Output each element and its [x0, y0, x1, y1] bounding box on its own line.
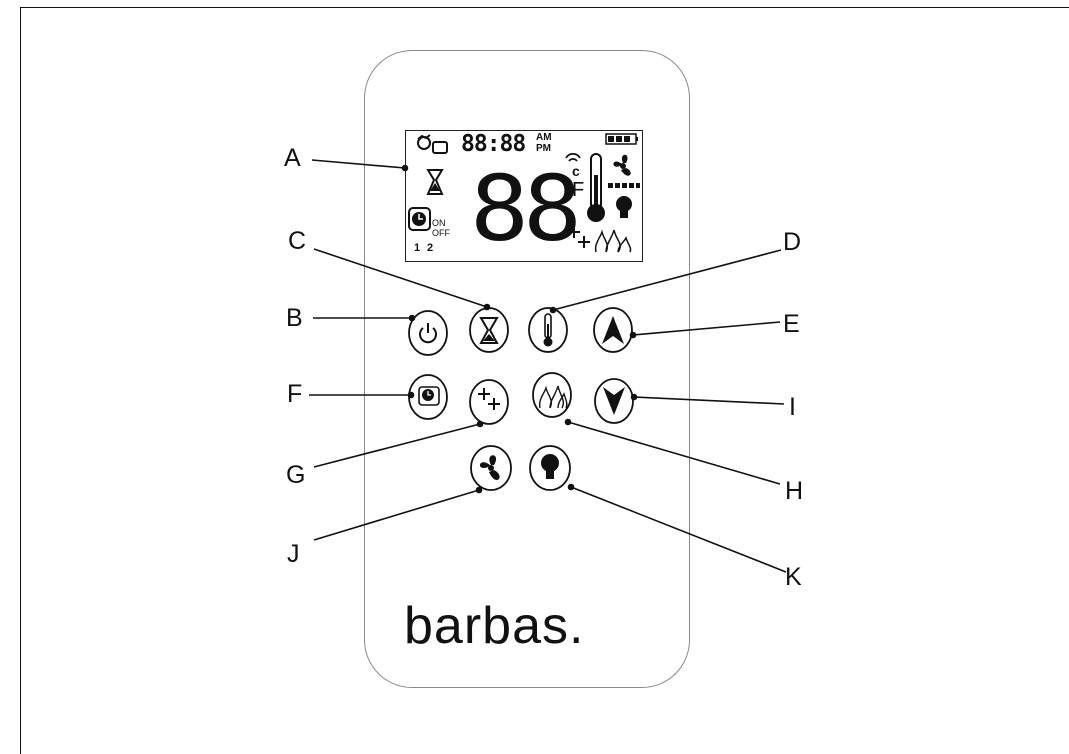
hourglass-icon — [479, 317, 499, 344]
lcd-flame-icon — [594, 229, 632, 253]
arrow-up-button[interactable] — [593, 307, 633, 353]
lcd-sparkle-plus-icon — [568, 226, 590, 248]
brand-logo: barbas. — [404, 597, 585, 655]
fan-icon — [479, 455, 500, 480]
lightbulb-icon — [541, 454, 559, 479]
callout-i: I — [789, 393, 796, 421]
hourglass-button[interactable] — [469, 307, 509, 353]
lcd-pm-label: PM — [536, 143, 551, 154]
lcd-timer-icon — [408, 207, 431, 231]
callout-c: C — [288, 227, 307, 255]
lcd-big-digits: 88 — [470, 156, 582, 262]
callout-d: D — [783, 228, 802, 256]
sparkle-plus-button[interactable] — [469, 379, 509, 425]
power-button[interactable] — [408, 310, 448, 356]
lcd-clock: 88:88 — [461, 131, 526, 157]
remote-control-body — [364, 50, 690, 688]
lcd-fan-icon — [613, 154, 631, 176]
leader-lines — [309, 159, 787, 573]
lcd-unit-f: F — [572, 179, 585, 201]
callout-k: K — [785, 563, 802, 591]
sparkle-plus-icon — [478, 388, 500, 410]
flame-button[interactable] — [532, 372, 572, 418]
lcd-am-label: AM — [536, 132, 552, 143]
arrow-down-icon — [603, 387, 625, 415]
lcd-program-2: 2 — [427, 242, 434, 254]
lcd-display — [405, 130, 643, 262]
lcd-program-1: 1 — [414, 242, 421, 254]
lcd-hourglass-icon — [426, 169, 444, 195]
figure-frame — [20, 7, 1069, 754]
lcd-timer-off: OFF — [432, 228, 450, 238]
lcd-battery-icon — [605, 133, 638, 145]
thermometer-button[interactable] — [528, 307, 568, 353]
arrow-down-button[interactable] — [594, 378, 634, 424]
flame-icon — [538, 385, 568, 409]
callout-b: B — [286, 304, 303, 332]
callout-a: A — [284, 144, 301, 172]
fan-button[interactable] — [470, 445, 512, 491]
timer-program-button[interactable] — [408, 374, 448, 420]
callout-f: F — [287, 380, 303, 408]
callout-h: H — [785, 477, 804, 505]
lcd-child-lock-icon — [417, 134, 448, 154]
lcd-lightbulb-icon — [616, 196, 632, 218]
arrow-up-icon — [602, 316, 624, 344]
lightbulb-button[interactable] — [529, 445, 571, 491]
lcd-signal-icon — [565, 152, 581, 162]
lcd-fan-level-dots — [608, 183, 640, 188]
callout-e: E — [783, 310, 800, 338]
callout-j: J — [287, 540, 300, 568]
lcd-timer-on: ON — [432, 218, 446, 228]
callout-g: G — [286, 461, 306, 489]
lcd-unit-c: c — [572, 163, 580, 179]
lcd-thermometer-icon — [587, 153, 605, 222]
power-icon — [419, 327, 437, 344]
